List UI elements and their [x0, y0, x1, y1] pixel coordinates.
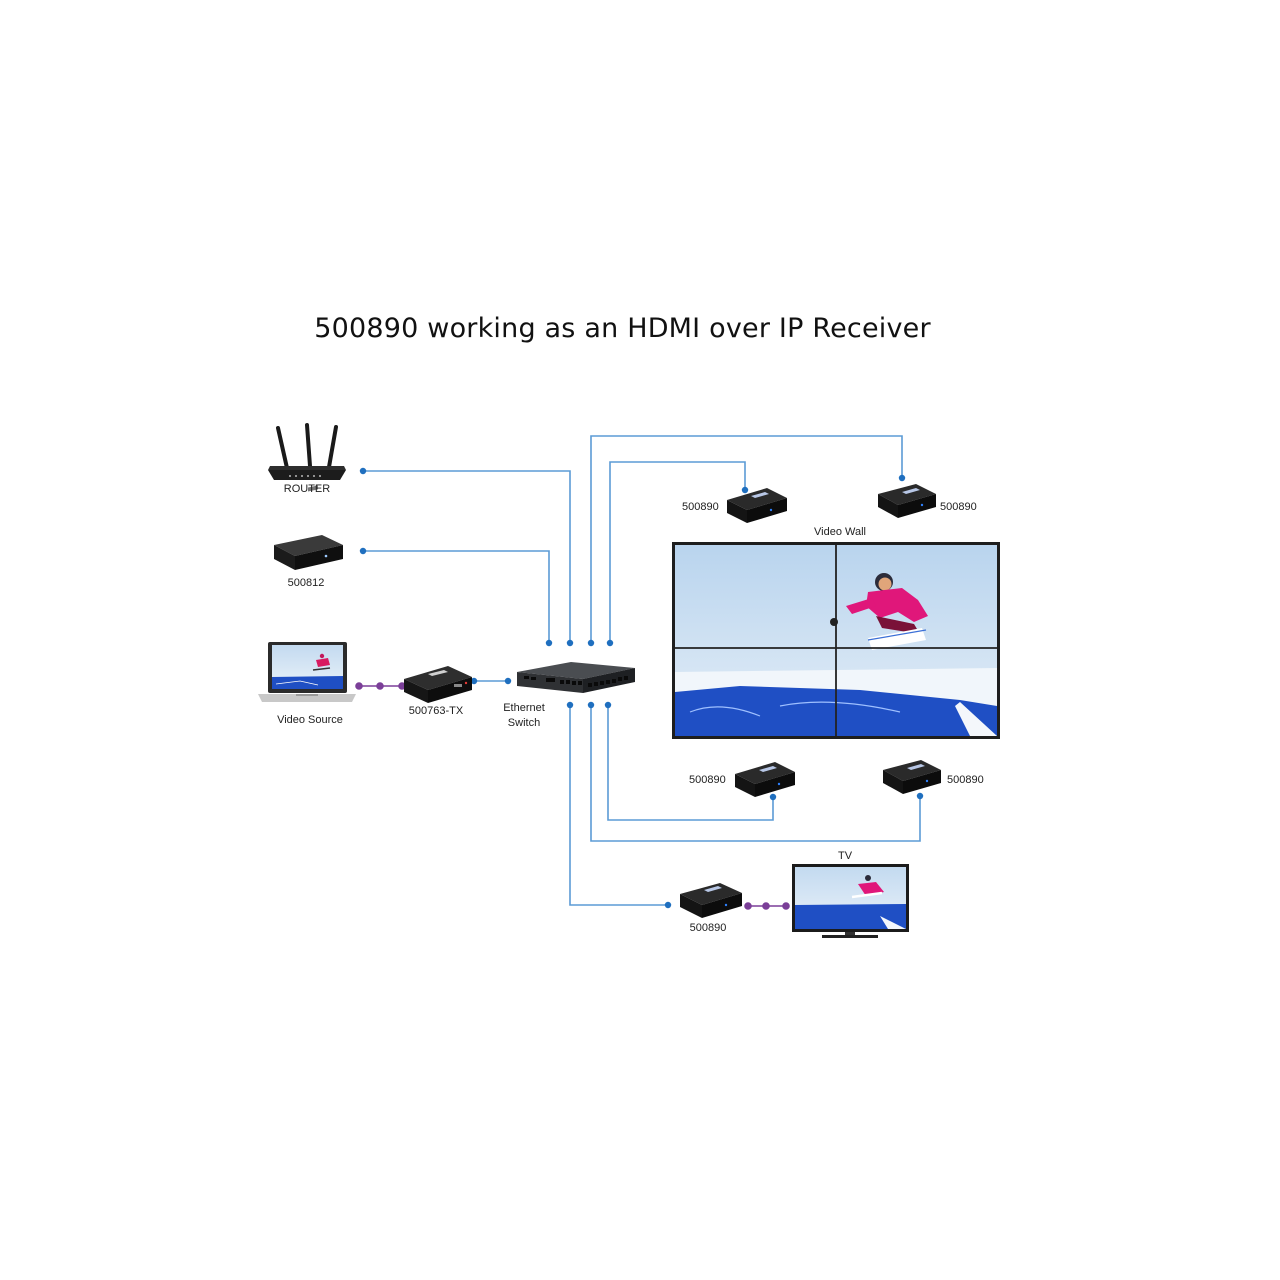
diagram-title: 500890 working as an HDMI over IP Receiv… — [314, 313, 931, 344]
receiver-icon-top-left — [727, 488, 787, 523]
receiver-label-top-right: 500890 — [940, 501, 977, 513]
mini-pc-icon — [274, 485, 343, 570]
transmitter-icon — [404, 666, 472, 703]
link-switch-rx-tv — [569, 705, 668, 906]
video-source-label: Video Source — [277, 714, 343, 726]
link-switch-rx-bottom-left — [607, 705, 774, 821]
link-switch-rx-top-left — [609, 461, 746, 643]
tv-icon — [792, 864, 909, 938]
receiver-icon-tv — [680, 883, 742, 918]
receiver-label-tv: 500890 — [689, 922, 727, 934]
video-wall-label: Video Wall — [814, 526, 866, 538]
router-icon — [268, 423, 346, 480]
link-router-switch — [363, 470, 571, 643]
receiver-label-top-left: 500890 — [682, 501, 719, 513]
laptop-icon — [258, 642, 356, 702]
router-label: ROUTER — [283, 483, 331, 495]
tv-label: TV — [837, 850, 853, 862]
switch-label-line1: Ethernet — [503, 702, 545, 714]
receiver-label-bottom-right: 500890 — [947, 774, 984, 786]
transmitter-label: 500763-TX — [408, 705, 464, 717]
receiver-label-bottom-left: 500890 — [689, 774, 726, 786]
snowboarder-figure — [830, 573, 928, 650]
receiver-icon-bottom-left — [735, 762, 795, 797]
receiver-icon-top-right — [878, 484, 936, 518]
video-wall-icon — [672, 542, 1000, 739]
mini-pc-label: 500812 — [287, 577, 325, 589]
receiver-icon-bottom-right — [883, 760, 941, 794]
link-switch-rx-bottom-right — [590, 705, 921, 842]
link-server-switch — [363, 550, 550, 643]
network-connections — [363, 435, 921, 906]
link-switch-rx-top-right — [590, 435, 903, 643]
ethernet-switch-icon — [517, 662, 635, 693]
switch-label-line2: Switch — [507, 717, 541, 729]
network-connection-dots — [359, 467, 924, 909]
